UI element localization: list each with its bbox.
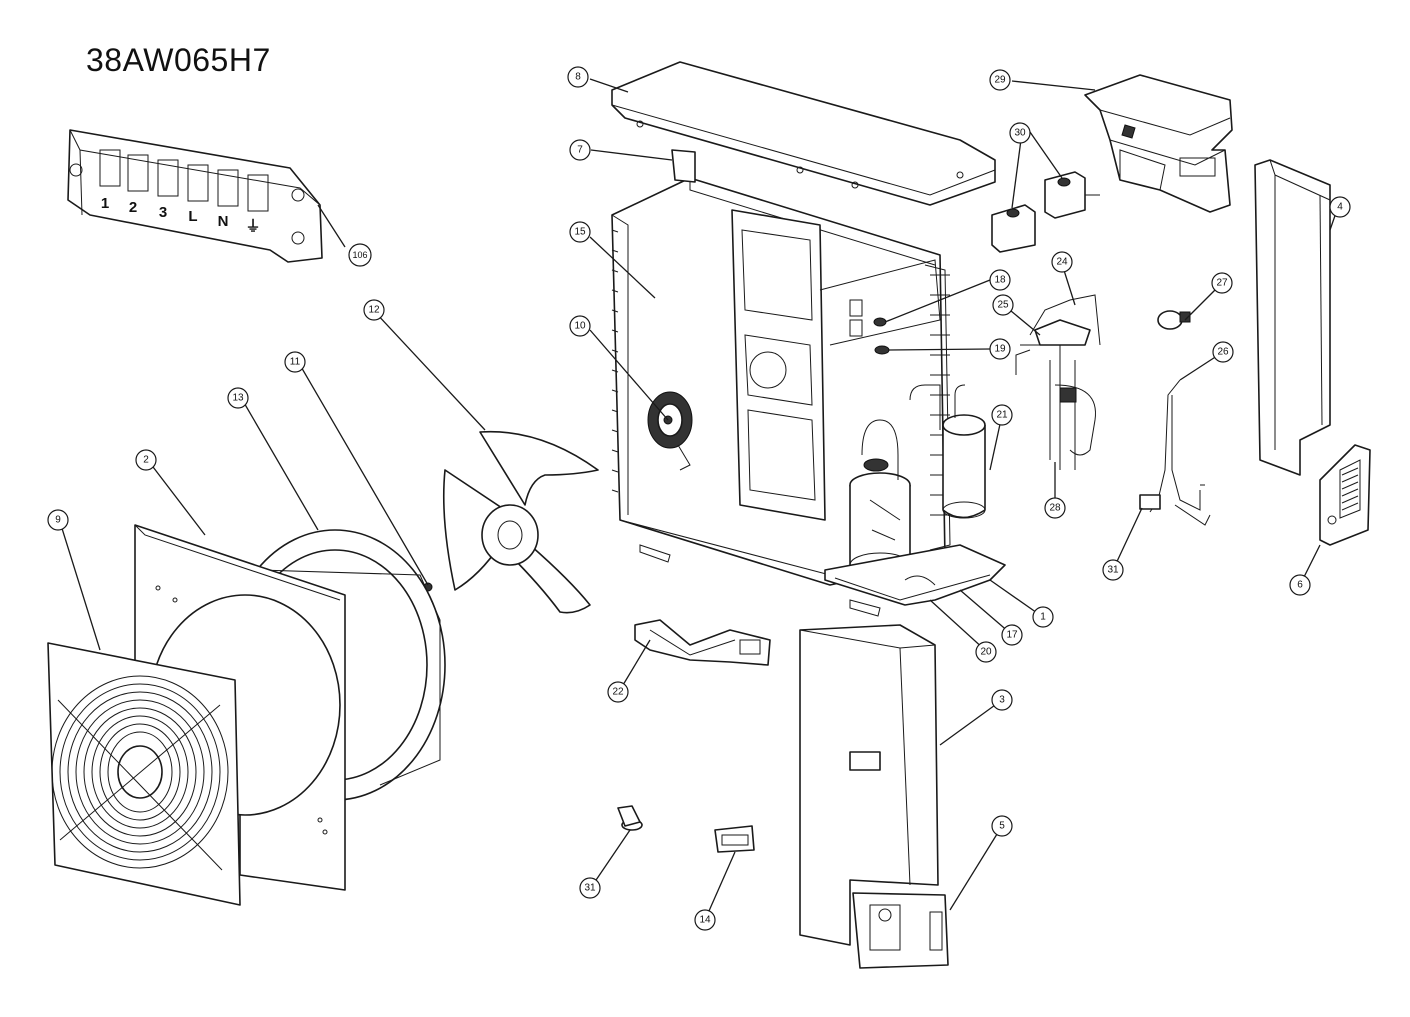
svg-text:25: 25 (997, 300, 1009, 311)
svg-text:3: 3 (999, 695, 1005, 706)
callout-9: 9 (47, 509, 69, 531)
svg-text:8: 8 (575, 72, 581, 83)
accumulator (909, 384, 986, 519)
svg-text:18: 18 (994, 275, 1006, 286)
callout-23: 24 (1051, 251, 1073, 273)
callout-8: 8 (567, 66, 589, 88)
callout-31: 31 (579, 877, 601, 899)
model-title: 38AW065H7 (86, 42, 271, 78)
terminal-block: 1 2 3 L N ⏚ (67, 129, 323, 263)
callout-14: 14 (694, 909, 716, 931)
callout-28: 31 (1102, 559, 1124, 581)
handle (714, 825, 755, 853)
pressure-sensor (1157, 310, 1191, 330)
svg-text:6: 6 (1297, 580, 1303, 591)
terminal-label-l: L (188, 208, 197, 225)
callout-26: 27 (1211, 272, 1233, 294)
svg-text:15: 15 (574, 227, 586, 238)
callout-27: 28 (1044, 497, 1066, 519)
callout-106: 106 (348, 243, 372, 267)
svg-text:12: 12 (368, 305, 380, 316)
callout-22: 22 (607, 681, 629, 703)
callout-18: 18 (989, 269, 1011, 291)
fan-guard-grille (47, 642, 241, 906)
svg-text:11: 11 (290, 357, 301, 368)
svg-text:7: 7 (577, 145, 583, 156)
svg-text:13: 13 (232, 393, 244, 404)
svg-text:31: 31 (1107, 565, 1119, 576)
service-valve-piping (1139, 379, 1211, 526)
svg-text:21: 21 (996, 410, 1008, 421)
svg-text:14: 14 (699, 915, 711, 926)
terminal-label-ground: ⏚ (245, 218, 260, 235)
callout-20: 20 (975, 641, 997, 663)
svg-text:19: 19 (994, 344, 1006, 355)
callout-6: 6 (1289, 574, 1311, 596)
fan-blade (442, 430, 599, 614)
svg-text:30: 30 (1014, 128, 1026, 139)
svg-text:27: 27 (1216, 278, 1228, 289)
callout-11: 11 (284, 351, 306, 373)
callout-3: 3 (991, 689, 1013, 711)
svg-text:5: 5 (999, 821, 1005, 832)
terminal-label-1: 1 (101, 195, 109, 212)
callout-5: 5 (991, 815, 1013, 837)
control-box (1084, 74, 1233, 213)
callout-17: 17 (1001, 624, 1023, 646)
fan-motor (647, 391, 693, 471)
lower-front-cover (852, 892, 949, 969)
svg-text:24: 24 (1056, 257, 1068, 268)
leader-lines (59, 78, 1339, 921)
terminal-label-2: 2 (129, 199, 137, 216)
motor-bracket (671, 149, 696, 183)
callout-21: 21 (991, 404, 1013, 426)
callout-1: 1 (1032, 606, 1054, 628)
callout-12: 12 (363, 299, 385, 321)
terminal-label-3: 3 (159, 204, 167, 221)
svg-text:4: 4 (1337, 202, 1343, 213)
svg-text:20: 20 (980, 647, 992, 658)
drain-joint (617, 805, 643, 831)
svg-text:31: 31 (584, 883, 596, 894)
svg-text:22: 22 (612, 687, 624, 698)
callout-markers: 8 7 15 10 12 11 13 2 9 106 29 30 4 18 24… (47, 66, 1351, 931)
callout-2: 2 (135, 449, 157, 471)
callout-19: 19 (989, 338, 1011, 360)
reversing-valve-assembly (1015, 294, 1101, 470)
callout-30: 30 (1009, 122, 1031, 144)
svg-text:1: 1 (1040, 612, 1046, 623)
svg-text:9: 9 (55, 515, 61, 526)
front-panel (799, 624, 939, 946)
sensor-holders (873, 317, 936, 586)
svg-text:28: 28 (1049, 503, 1061, 514)
valve-cover (1319, 444, 1371, 546)
callout-10: 10 (569, 315, 591, 337)
callout-15: 15 (569, 221, 591, 243)
callout-24: 25 (992, 294, 1014, 316)
svg-text:106: 106 (352, 250, 367, 260)
callout-25: 26 (1212, 341, 1234, 363)
callout-13: 13 (227, 387, 249, 409)
side-panel (1254, 159, 1331, 476)
svg-text:2: 2 (143, 455, 149, 466)
svg-text:26: 26 (1217, 347, 1229, 358)
callout-7: 7 (569, 139, 591, 161)
mounting-bracket (634, 619, 771, 666)
callout-4: 4 (1329, 196, 1351, 218)
svg-text:17: 17 (1006, 630, 1018, 641)
svg-text:29: 29 (994, 75, 1006, 86)
top-cover (611, 61, 996, 206)
svg-text:10: 10 (574, 321, 586, 332)
reactor-components (991, 171, 1100, 253)
callout-29: 29 (989, 69, 1011, 91)
terminal-label-n: N (218, 213, 229, 230)
